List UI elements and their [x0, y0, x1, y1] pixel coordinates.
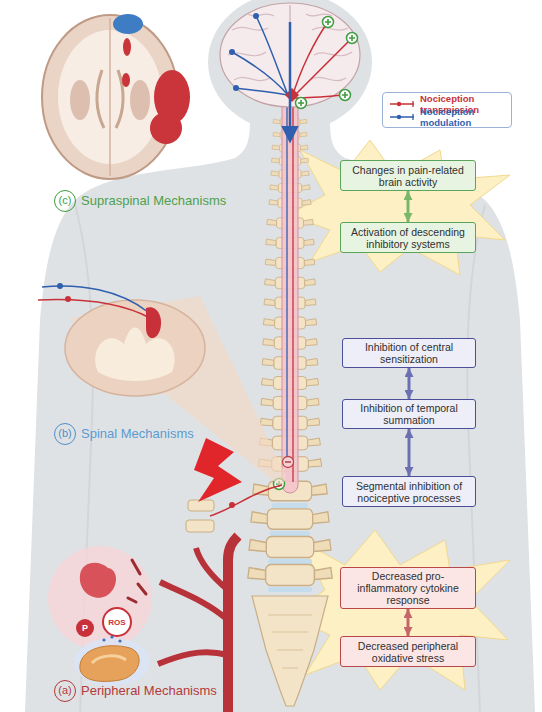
section-letter: (b): [54, 423, 76, 445]
slice-midline: [109, 18, 111, 176]
activation-region: [123, 38, 131, 56]
brain-slice: [42, 14, 190, 179]
box-text: Changes in pain-related brain activity: [347, 164, 469, 188]
spinal-cord: [282, 95, 298, 493]
ros-circle: [103, 608, 131, 636]
ascending-pathway: [292, 100, 293, 482]
sample-dot: [397, 114, 401, 118]
pain-bolt: [194, 438, 242, 502]
dorsal-horn-neuron: [146, 307, 161, 338]
immune-cell: [80, 563, 116, 598]
ventricle: [97, 70, 123, 128]
deactivation-region: [113, 14, 143, 34]
vessel-branch: [158, 548, 228, 664]
sample-line: [390, 114, 414, 120]
descending-arrow: [289, 22, 292, 140]
highlight-burst: [288, 140, 510, 275]
neuron-dot: [229, 502, 235, 508]
sacrum-ridge: [268, 615, 312, 668]
box-text: Decreased peripheral oxidative stress: [347, 640, 469, 664]
inhibition-circle: [283, 457, 294, 468]
symbol-text: ROS: [108, 618, 125, 627]
legend-sample: [389, 100, 415, 108]
inflammation-glow: [48, 546, 152, 650]
mechanism-box: Segmental inhibition of nociceptive proc…: [342, 476, 476, 507]
sample-line: [390, 101, 414, 107]
vertebra: [186, 520, 214, 532]
ascending-projection: [292, 22, 352, 98]
vertebral-disc: [268, 587, 312, 592]
mechanism-box: Inhibition of central sensitization: [342, 338, 476, 368]
vertebra: [251, 509, 329, 529]
modulation-projection: [232, 16, 288, 95]
excitation-symbol: [296, 98, 307, 109]
descending-pathway: [286, 98, 287, 462]
double-arrow: [408, 429, 411, 476]
mechanism-box: Activation of descending inhibitory syst…: [340, 222, 476, 253]
mechanism-box: Inhibition of temporal summation: [342, 399, 476, 429]
legend-box: Nociception transmissionNociception modu…: [382, 92, 512, 128]
section-letter: (a): [54, 680, 76, 702]
adipose-highlight: [92, 656, 126, 663]
sample-dot: [397, 101, 401, 105]
mechanism-box: Decreased peripheral oxidative stress: [340, 636, 476, 667]
vertebral-disc: [268, 559, 312, 564]
section-title: Supraspinal Mechanisms: [81, 193, 226, 208]
legend-text: Nociception modulation: [420, 106, 505, 128]
arm-outline: [75, 205, 485, 712]
excitation-symbol: [347, 33, 358, 44]
vertebra: [188, 500, 214, 511]
vertebra: [249, 537, 331, 558]
activation-region: [122, 73, 130, 87]
double-arrow: [408, 368, 411, 399]
blood-vessel: [228, 536, 238, 712]
mechanism-box: Changes in pain-related brain activity: [340, 160, 476, 191]
body-silhouette: [25, 118, 535, 712]
basal-ganglia: [130, 80, 150, 120]
neuron-dot: [65, 296, 71, 302]
box-text: Activation of descending inhibitory syst…: [347, 226, 469, 250]
particle: [110, 635, 113, 638]
vertebra: [248, 565, 332, 586]
neuron-dot: [233, 85, 239, 91]
excitation-symbol: [323, 17, 334, 28]
activation-region: [150, 112, 182, 144]
basal-ganglia: [70, 80, 90, 120]
section-title: Peripheral Mechanisms: [81, 683, 217, 698]
box-text: Inhibition of central sensitization: [349, 341, 469, 365]
neuron-dot: [57, 283, 63, 289]
neuron-dot: [229, 49, 235, 55]
cytokine: [128, 560, 146, 602]
vertebral-disc: [270, 531, 310, 536]
box-text: Inhibition of temporal summation: [349, 402, 469, 426]
excitation-symbol: [340, 90, 351, 101]
minus-sign: [285, 461, 291, 463]
double-arrow: [407, 609, 410, 636]
box-text: Segmental inhibition of nociceptive proc…: [349, 480, 469, 504]
section-title: Spinal Mechanisms: [81, 426, 194, 441]
neuron-dot: [253, 13, 259, 19]
symbol-text: P: [82, 623, 88, 633]
sacrum: [252, 596, 328, 706]
p-circle: [76, 619, 94, 637]
legend-row: Nociception modulation: [389, 110, 505, 123]
nociceptive-fiber: [38, 300, 150, 318]
box-text: Decreased pro-inflammatory cytokine resp…: [347, 570, 469, 606]
adipose-tissue: [80, 646, 139, 682]
double-arrow: [407, 191, 410, 222]
tissue-glow: [74, 638, 150, 686]
particle: [118, 639, 121, 642]
section-letter: (c): [54, 190, 76, 212]
legend-sample: [389, 113, 415, 121]
vertebral-disc: [272, 503, 308, 508]
mechanism-box: Decreased pro-inflammatory cytokine resp…: [340, 567, 476, 609]
gray-matter: [95, 328, 174, 382]
particle: [102, 638, 105, 641]
cord-section: [65, 300, 205, 396]
